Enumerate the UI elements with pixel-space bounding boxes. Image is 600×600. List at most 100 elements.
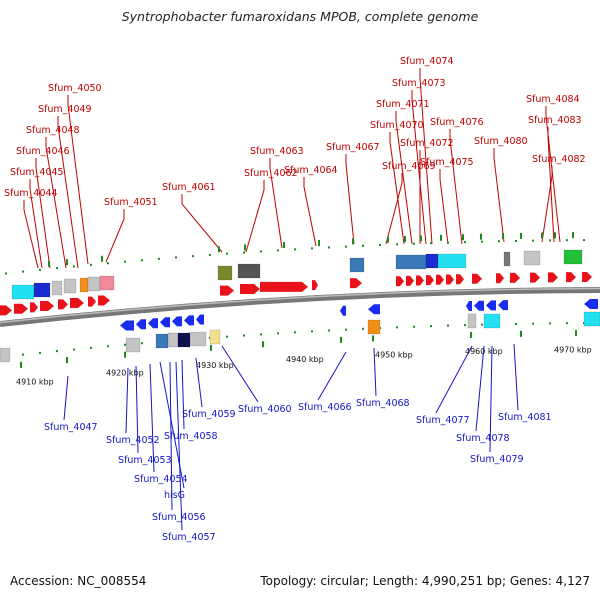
gene-label-line <box>317 351 347 401</box>
guide-dot-bottom <box>56 350 58 353</box>
tick-mark <box>244 244 246 251</box>
cog-box <box>87 276 101 292</box>
reverse-gene-arrow <box>148 318 158 329</box>
tick-mark <box>340 336 342 343</box>
reverse-gene-arrow <box>184 315 194 326</box>
gene-label-forward[interactable]: Sfum_4064 <box>284 165 338 176</box>
guide-dot-top <box>328 246 330 249</box>
forward-gene-arrow <box>456 274 464 285</box>
gene-label-forward[interactable]: Sfum_4045 <box>10 167 64 178</box>
guide-dot-bottom <box>447 324 449 327</box>
accession-text: Accession: NC_008554 <box>10 574 147 588</box>
gene-label-reverse[interactable]: Sfum_4053 <box>118 455 172 466</box>
guide-dot-top <box>5 272 7 275</box>
gene-label-forward[interactable]: Sfum_4061 <box>162 182 216 193</box>
gene-label-forward[interactable]: Sfum_4076 <box>430 117 484 128</box>
gene-label-reverse[interactable]: Sfum_4052 <box>106 435 160 446</box>
reverse-gene-arrow <box>368 304 380 315</box>
gene-label-line <box>419 68 433 245</box>
gene-label-forward[interactable]: Sfum_4072 <box>400 138 454 149</box>
gene-label-forward[interactable]: Sfum_4062 <box>244 168 298 179</box>
cog-box <box>563 249 583 265</box>
gene-label-reverse[interactable]: Sfum_4047 <box>44 422 98 433</box>
cog-box <box>99 275 115 291</box>
gene-label-forward[interactable]: Sfum_4074 <box>400 56 454 67</box>
tick-mark <box>404 236 406 243</box>
gene-label-reverse[interactable]: Sfum_4058 <box>164 431 218 442</box>
gene-label-forward[interactable]: Sfum_4073 <box>392 78 446 89</box>
guide-dot-bottom <box>413 325 415 328</box>
cog-box <box>177 332 191 348</box>
gene-label-line <box>181 194 223 253</box>
forward-gene-arrow <box>98 295 110 306</box>
gene-label-reverse[interactable]: Sfum_4081 <box>498 412 552 423</box>
gene-label-forward[interactable]: Sfum_4083 <box>528 115 582 126</box>
gene-label-forward[interactable]: Sfum_4050 <box>48 83 102 94</box>
guide-dot-top <box>311 247 313 250</box>
guide-dot-top <box>226 252 228 255</box>
guide-dot-bottom <box>430 325 432 328</box>
reverse-gene-arrow <box>172 316 182 327</box>
cog-box <box>33 282 51 298</box>
gene-label-line <box>149 363 155 473</box>
guide-dot-bottom <box>141 342 143 345</box>
reverse-gene-arrow <box>136 319 146 330</box>
gene-label-line <box>29 179 43 269</box>
gene-label-reverse[interactable]: Sfum_4054 <box>134 474 188 485</box>
gene-label-reverse[interactable]: Sfum_4077 <box>416 415 470 426</box>
tick-mark <box>66 259 68 266</box>
guide-dot-top <box>515 239 517 242</box>
gene-label-forward[interactable]: Sfum_4069 <box>382 161 436 172</box>
tick-mark <box>20 361 22 368</box>
gene-label-line <box>395 111 413 245</box>
forward-gene-arrow <box>0 305 12 316</box>
gene-label-reverse[interactable]: Sfum_4066 <box>298 402 352 413</box>
gene-label-reverse[interactable]: Sfum_4056 <box>152 512 206 523</box>
gene-label-line <box>303 177 317 247</box>
gene-label-reverse[interactable]: hisG <box>164 490 185 501</box>
gene-label-line <box>105 209 125 263</box>
forward-gene-arrow <box>220 285 234 296</box>
gene-label-forward[interactable]: Sfum_4071 <box>376 99 430 110</box>
forward-gene-arrow <box>472 273 482 284</box>
gene-label-forward[interactable]: Sfum_4063 <box>250 146 304 157</box>
gene-label-reverse[interactable]: Sfum_4060 <box>238 404 292 415</box>
gene-label-forward[interactable]: Sfum_4048 <box>26 125 80 136</box>
gene-label-line <box>411 90 427 245</box>
gene-label-forward[interactable]: Sfum_4082 <box>532 154 586 165</box>
gene-label-forward[interactable]: Sfum_4084 <box>526 94 580 105</box>
gene-label-reverse[interactable]: Sfum_4057 <box>162 532 216 543</box>
forward-gene-arrow <box>436 274 444 285</box>
forward-gene-arrow <box>426 275 434 286</box>
gene-label-reverse[interactable]: Sfum_4059 <box>182 409 236 420</box>
gene-label-forward[interactable]: Sfum_4046 <box>16 146 70 157</box>
gene-label-reverse[interactable]: Sfum_4079 <box>470 454 524 465</box>
guide-dot-bottom <box>481 323 483 326</box>
kbp-label: 4940 kbp <box>286 355 324 364</box>
gene-label-forward[interactable]: Sfum_4067 <box>326 142 380 153</box>
guide-dot-bottom <box>22 353 24 356</box>
guide-dot-bottom <box>73 348 75 351</box>
cog-box <box>503 251 511 267</box>
gene-label-forward[interactable]: Sfum_4075 <box>420 157 474 168</box>
gene-label-forward[interactable]: Sfum_4070 <box>370 120 424 131</box>
forward-gene-arrow <box>566 272 576 283</box>
gene-label-line <box>373 347 377 397</box>
gene-label-reverse[interactable]: Sfum_4078 <box>456 433 510 444</box>
kbp-label: 4950 kbp <box>375 350 413 359</box>
gene-label-reverse[interactable]: Sfum_4068 <box>356 398 410 409</box>
guide-dot-top <box>345 245 347 248</box>
backbone-line <box>0 287 600 327</box>
cog-box <box>217 265 233 281</box>
gene-label-forward[interactable]: Sfum_4080 <box>474 136 528 147</box>
guide-dot-bottom <box>549 322 551 325</box>
gene-label-forward[interactable]: Sfum_4044 <box>4 188 58 199</box>
gene-label-forward[interactable]: Sfum_4049 <box>38 104 92 115</box>
guide-dot-bottom <box>566 322 568 325</box>
guide-dot-top <box>260 250 262 253</box>
cog-box <box>437 253 467 269</box>
cog-box <box>51 280 63 296</box>
gene-label-forward[interactable]: Sfum_4051 <box>104 197 158 208</box>
gene-label-line <box>135 365 139 454</box>
gene-label-line <box>489 345 493 453</box>
